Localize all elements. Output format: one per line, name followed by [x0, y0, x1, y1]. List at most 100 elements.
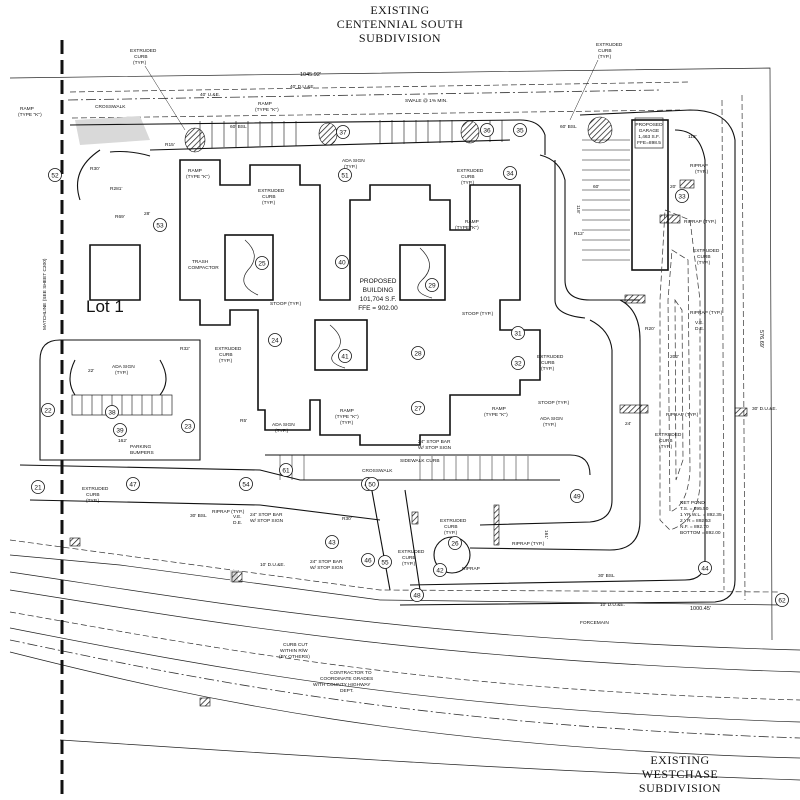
keynote-label: 52	[51, 172, 59, 179]
keynote-label: 61	[282, 467, 290, 474]
ve-2: D.E.	[695, 326, 704, 332]
length-161: 161'	[543, 530, 549, 539]
radius-r30b: R30'	[342, 516, 352, 522]
ext-curb-2b: CURB	[598, 48, 612, 54]
bsl-top: 60' BSL	[230, 124, 247, 130]
keynote-label: 32	[514, 360, 522, 367]
length-28: 28'	[144, 211, 150, 217]
keynote-48: 48	[410, 588, 424, 602]
ada-3b: (TYP.)	[275, 428, 289, 434]
garage-label: PROPOSED GARAGE 1,463 S.F. FFE=898.5	[635, 122, 663, 146]
bsl-bottom: 30' BSL	[190, 513, 207, 519]
length-20: 20'	[670, 184, 676, 190]
due-bottom-2: 10' D.U.&E.	[600, 602, 625, 608]
keynote-23: 23	[181, 419, 195, 433]
length-202: 202'	[670, 354, 679, 360]
keynote-label: 39	[116, 427, 124, 434]
keynote-label: 26	[451, 540, 459, 547]
keynote-label: 40	[338, 259, 346, 266]
trash-1: TRASH	[192, 259, 209, 265]
ada-1a: ADA SIGN	[342, 158, 365, 164]
sidewalk-curb: SIDEWALK CURB	[400, 458, 440, 464]
ada-1b: (TYP.)	[344, 164, 358, 170]
swale: SWALE @ 1% MIN.	[405, 98, 448, 104]
ada-4a: ADA SIGN	[540, 416, 563, 422]
curbcut-1: CURB CUT	[283, 642, 308, 648]
ada-4b: (TYP.)	[543, 422, 557, 428]
riprap-6: RIPRAP (TYP.)	[512, 541, 545, 547]
pond	[659, 209, 701, 531]
proposed-building-outline	[89, 159, 541, 446]
trash-2: COMPACTOR	[188, 265, 219, 271]
south-sidewalk	[265, 454, 591, 591]
ada-3a: ADA SIGN	[272, 422, 295, 428]
ext-curb-11a: EXTRUDED	[82, 486, 109, 492]
radius-r15: R15'	[165, 142, 175, 148]
ramp-1a: RAMP	[20, 106, 34, 112]
curbcut-3: (BY OTHERS)	[279, 654, 310, 660]
ramp-3a: RAMP	[188, 168, 202, 174]
keynote-label: 27	[414, 405, 422, 412]
ext-curb-9b: CURB	[444, 524, 458, 530]
keynote-21: 21	[31, 480, 45, 494]
pond-2: T.S. = 895.50	[680, 506, 709, 512]
keynote-label: 22	[44, 407, 52, 414]
ext-curb-5a: EXTRUDED	[693, 248, 720, 254]
keynote-label: 54	[242, 481, 250, 488]
riprap-4: RIPRAP (TYP.)	[666, 412, 699, 418]
north-parking	[69, 116, 613, 201]
stopbar-3b: W/ STOP SIGN	[310, 565, 344, 571]
keynote-22: 22	[41, 403, 55, 417]
stopbar-1a: 24" STOP BAR	[418, 439, 451, 445]
north-subdivision-label: EXISTING CENTENNIAL SOUTH SUBDIVISION	[337, 3, 463, 45]
keynote-label: 44	[701, 565, 709, 572]
ext-curb-10b: CURB	[402, 555, 416, 561]
keynote-26: 26	[448, 536, 462, 550]
south-subdivision-label: EXISTING WESTCHASE SUBDIVISION	[639, 753, 721, 795]
lot-label: Lot 1	[86, 297, 124, 316]
keynote-label: 24	[271, 337, 279, 344]
riprap-7: RIPRAP	[462, 566, 480, 572]
ramp-2a: RAMP	[258, 101, 272, 107]
keynote-38: 38	[105, 405, 119, 419]
keynote-label: 55	[381, 559, 389, 566]
stoop-3: STOOP (TYP.)	[538, 400, 570, 406]
radius-r20: R20'	[645, 326, 655, 332]
keynote-label: 41	[341, 353, 349, 360]
keynote-label: 35	[516, 127, 524, 134]
keynote-55: 55	[378, 555, 392, 569]
pond-1: NET POND	[680, 500, 705, 506]
keynote-label: 49	[573, 493, 581, 500]
contractor-3: WITH COUNTY HIGHWAY	[313, 682, 371, 688]
ada-2b: (TYP.)	[115, 370, 129, 376]
ext-curb-2a: EXTRUDED	[596, 42, 623, 48]
keynote-label: 62	[778, 597, 786, 604]
top-width: 1045.92'	[300, 72, 321, 78]
keynote-31: 31	[511, 326, 525, 340]
north-line-3: SUBDIVISION	[359, 31, 441, 45]
keynote-44: 44	[698, 561, 712, 575]
keynote-61: 61	[279, 463, 293, 477]
keynote-40: 40	[335, 255, 349, 269]
bumpers-1: PARKING	[130, 444, 152, 450]
ext-curb-8a: EXTRUDED	[655, 432, 682, 438]
bsl-bottom-2: 30' BSL	[598, 573, 615, 579]
keynote-label: 51	[341, 172, 349, 179]
keynote-52: 52	[48, 168, 62, 182]
keynote-label: 53	[156, 222, 164, 229]
riprap-1: RIPRAP	[690, 163, 708, 169]
radius-r32: R32'	[180, 346, 190, 352]
ext-curb-1a: EXTRUDED	[130, 48, 157, 54]
keynote-label: 34	[506, 170, 514, 177]
keynote-33: 33	[675, 189, 689, 203]
property-lines	[9, 67, 781, 641]
ramp-3b: (TYPE "K")	[186, 174, 210, 180]
length-113: 113'	[688, 134, 697, 140]
forcemain: FORCEMAIN	[580, 620, 609, 626]
ext-curb-9c: (TYP.)	[444, 530, 458, 536]
county-highway	[9, 537, 800, 781]
riprap-2: RIPRAP (TYP.)	[684, 219, 717, 225]
ext-curb-7b: CURB	[541, 360, 555, 366]
ve-4: D.E.	[233, 520, 242, 526]
